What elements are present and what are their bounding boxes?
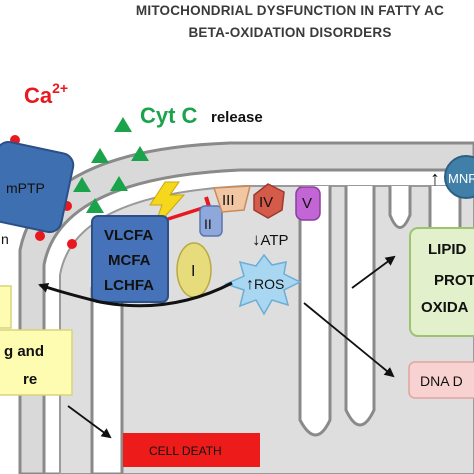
- cyt-c-label: Cyt C: [140, 103, 198, 128]
- yellow-outcome-box-upper: [0, 285, 12, 329]
- ros-burst: [223, 253, 302, 316]
- complex-III: III: [212, 185, 251, 213]
- lipid-line-3: OXIDA: [421, 299, 469, 316]
- dna-damage-box: [408, 361, 474, 399]
- svg-text:III: III: [222, 192, 235, 209]
- svg-text:IV: IV: [259, 194, 273, 211]
- mnr-label: MNR: [448, 171, 474, 186]
- arrow-to-dna: [303, 302, 395, 378]
- fatty-acid-lchfa: LCHFA: [104, 277, 154, 294]
- lipid-line-2: PROT: [434, 272, 474, 289]
- yellow-box-line-1: g and: [4, 343, 44, 360]
- cyt-c-release-label: release: [211, 109, 263, 126]
- yellow-box-line-2: re: [23, 371, 37, 388]
- yellow-outcome-box: [0, 329, 73, 396]
- complex-I: I: [176, 242, 212, 298]
- complex-V: V: [295, 186, 321, 221]
- fatty-acid-vlcfa: VLCFA: [104, 227, 153, 244]
- calcium-label: Ca2+: [24, 80, 68, 108]
- lipid-line-1: LIPID: [428, 241, 467, 258]
- mnr-arrow: ↑: [430, 168, 440, 190]
- cell-death-box: [123, 433, 260, 467]
- diagram-title-line1: MITOCHONDRIAL DYSFUNCTION IN FATTY AC: [135, 3, 445, 18]
- atp-label: ↓ATP: [252, 230, 289, 249]
- lipid-protein-oxidation-box: [409, 227, 474, 337]
- mnr-circle: [444, 155, 474, 199]
- dna-damage-label: DNA D: [420, 373, 463, 389]
- cytochrome-c-triangles: [73, 117, 149, 213]
- left-partial-label: n: [1, 231, 9, 247]
- diagram-title-line2: BETA-OXIDATION DISORDERS: [188, 25, 392, 40]
- svg-text:V: V: [302, 195, 312, 212]
- ros-label: ↑ROS: [246, 276, 284, 293]
- feedback-arrow: [38, 281, 233, 308]
- complex-IV: IV: [253, 183, 285, 219]
- mptp-pore: [0, 140, 75, 234]
- fatty-acid-mcfa: MCFA: [108, 252, 151, 269]
- fatty-acid-box: [91, 215, 169, 303]
- arrow-to-cell-death: [67, 405, 112, 439]
- arrow-to-lipid: [351, 255, 396, 289]
- mptp-label: mPTP: [6, 180, 45, 196]
- cell-death-label: CELL DEATH: [149, 444, 222, 458]
- svg-text:II: II: [204, 216, 212, 232]
- svg-text:I: I: [191, 263, 195, 280]
- complex-II: II: [199, 205, 223, 237]
